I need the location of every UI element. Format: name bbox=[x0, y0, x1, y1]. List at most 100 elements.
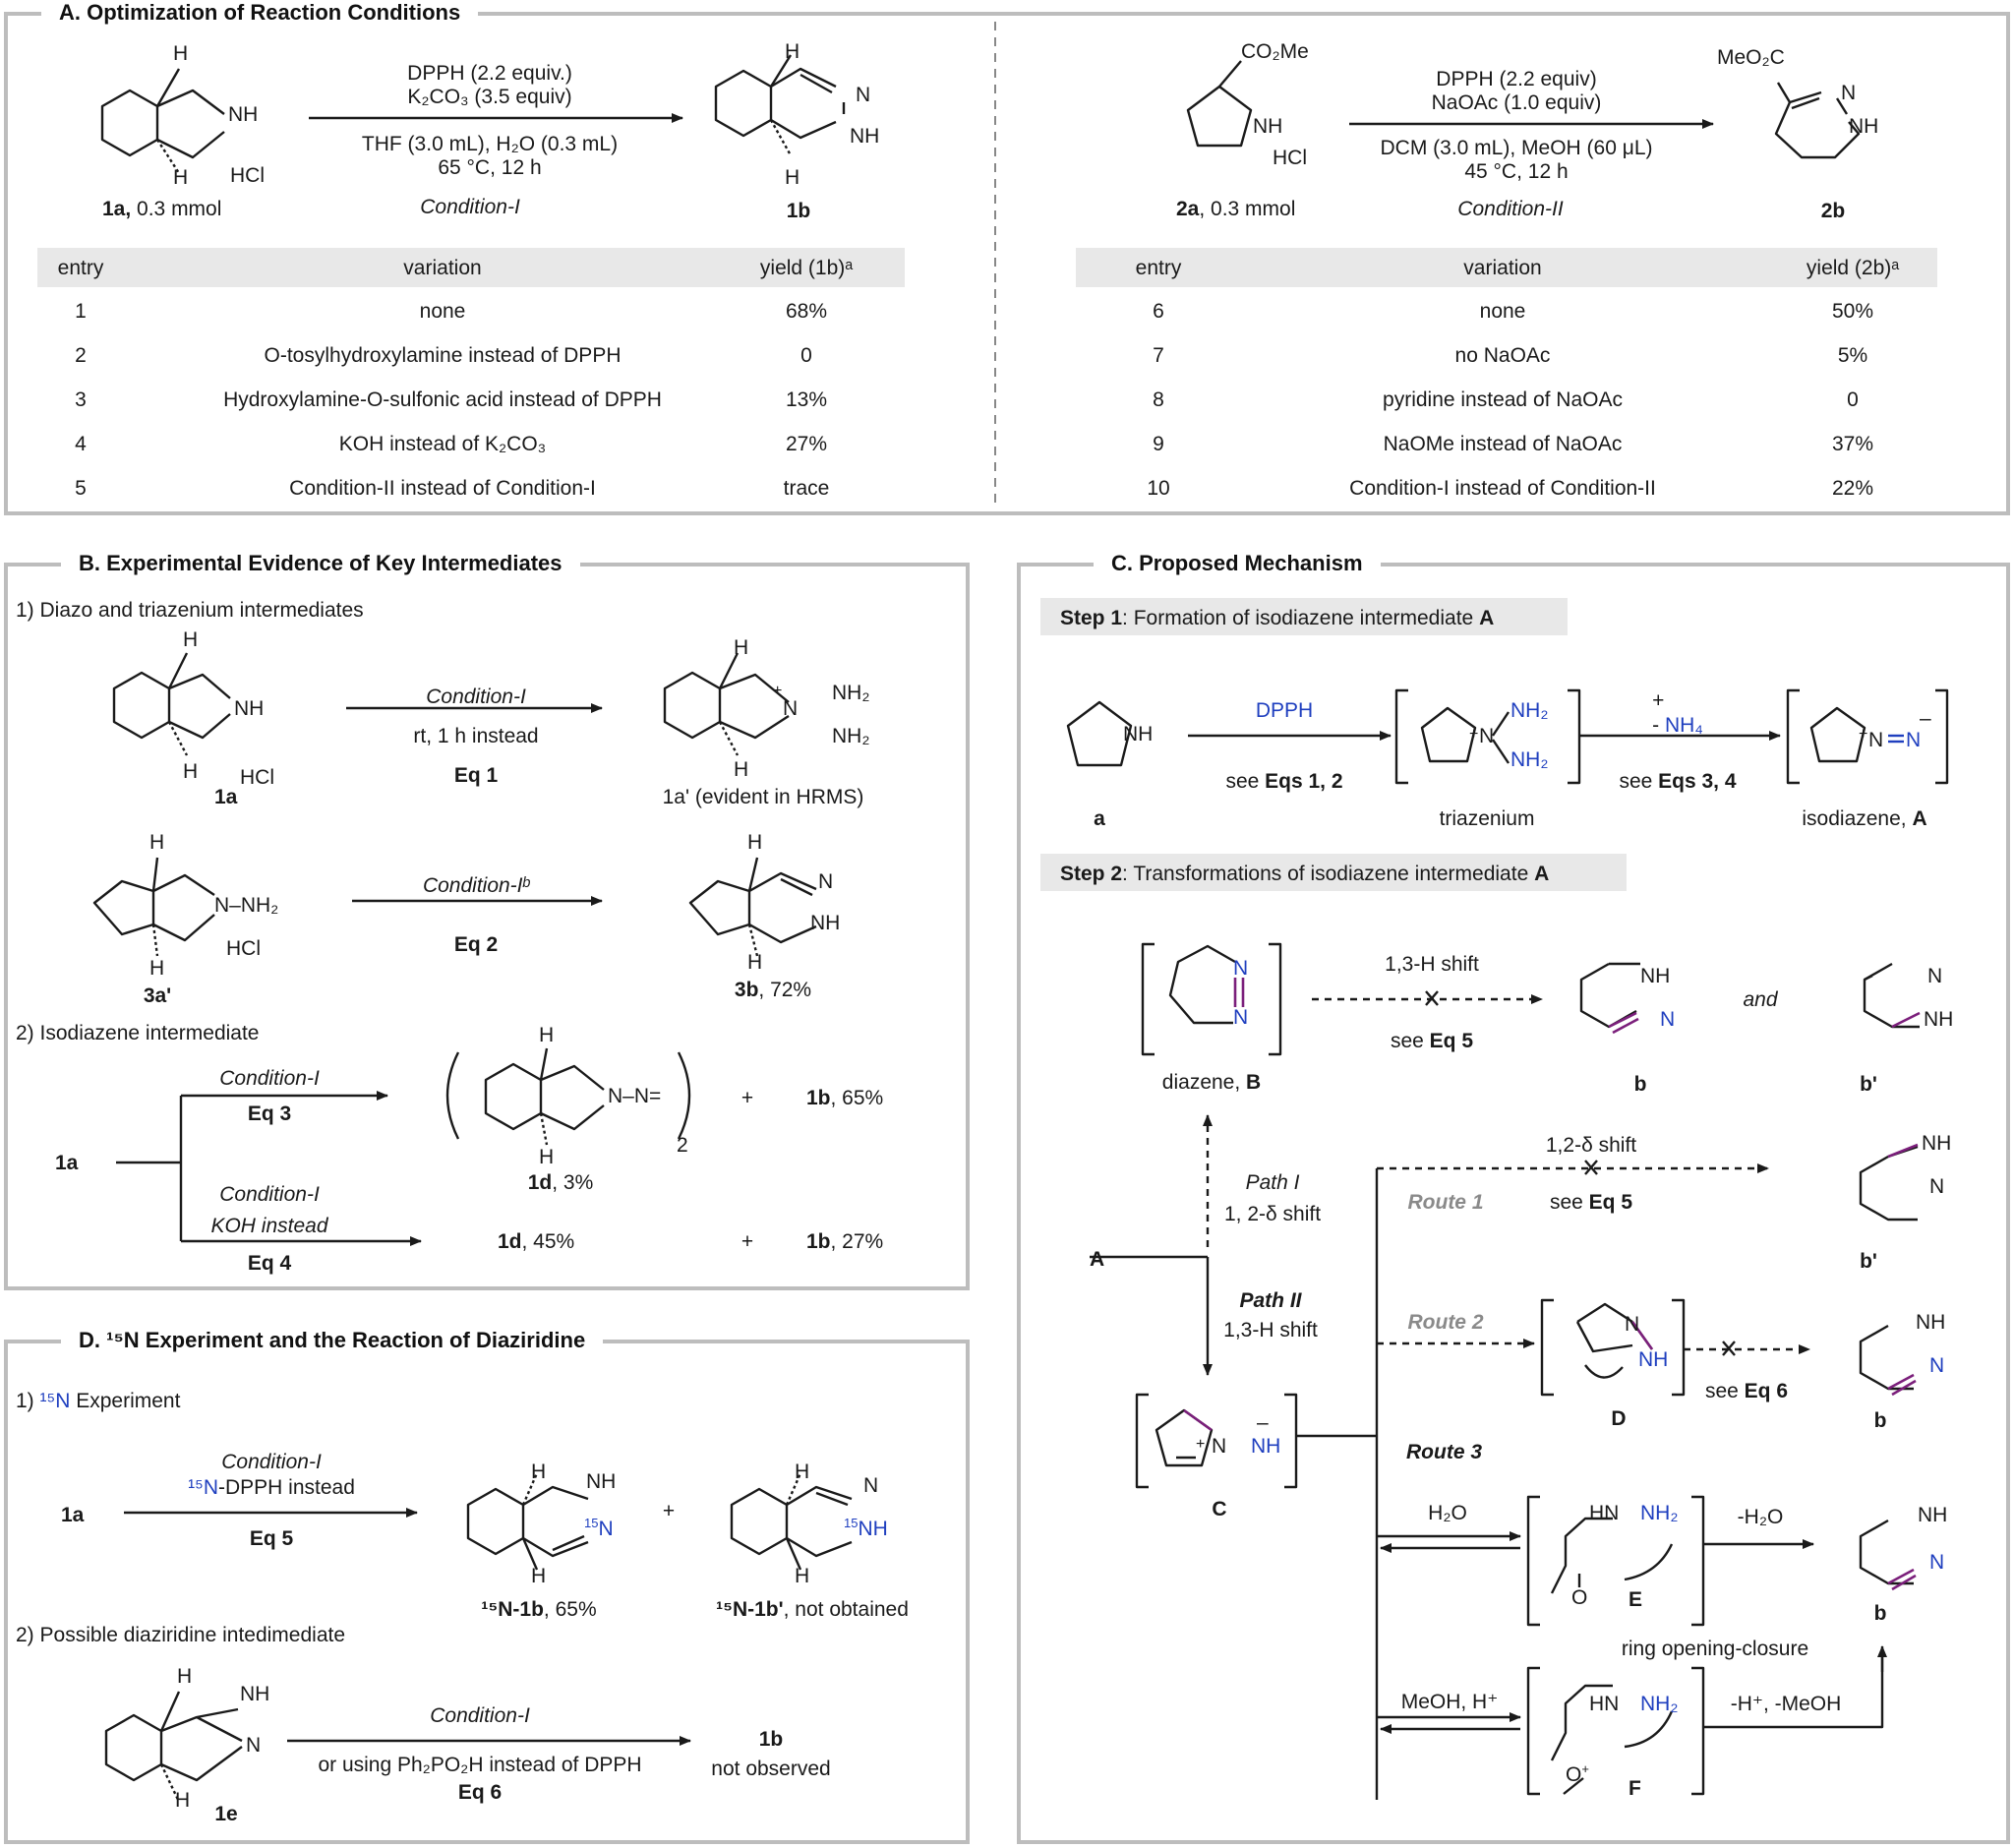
table-cell: 6 bbox=[1153, 300, 1164, 323]
table-cell: 2 bbox=[75, 344, 87, 367]
d-p3b: not observed bbox=[711, 1758, 831, 1780]
d-p2-h-top: H bbox=[795, 1461, 810, 1483]
a-right-condition: Condition-II bbox=[1457, 198, 1564, 220]
c-isodiazene: isodiazene, A bbox=[1802, 807, 1927, 830]
c-see12: see Eqs 1, 2 bbox=[1225, 770, 1343, 793]
c-bp1-nh: NH bbox=[1924, 1008, 1954, 1031]
c-step2: Step 2: Transformations of isodiazene in… bbox=[1060, 863, 1550, 885]
b-3b-h-top: H bbox=[747, 831, 763, 854]
a-right-temp: 45 °C, 12 h bbox=[1464, 160, 1569, 183]
c-a: a bbox=[1094, 807, 1105, 830]
c-see6: see Eq 6 bbox=[1704, 1380, 1789, 1402]
c-step1: Step 1: Formation of isodiazene intermed… bbox=[1060, 607, 1495, 629]
table-cell: none bbox=[1479, 300, 1526, 323]
d-sub1: 1) ¹⁵N Experiment bbox=[16, 1390, 181, 1412]
c-a-nh: NH bbox=[1123, 723, 1154, 745]
c-route2: Route 2 bbox=[1407, 1311, 1484, 1334]
b-eq2-cond: Condition-Iᵇ bbox=[422, 874, 530, 897]
table-cell: Hydroxylamine-O-sulfonic acid instead of… bbox=[223, 388, 662, 411]
c-f-o: O+ bbox=[1566, 1761, 1589, 1786]
b-1d-nn: N–N= bbox=[608, 1085, 662, 1107]
c-route3: Route 3 bbox=[1406, 1441, 1483, 1463]
c-tri-n: N bbox=[1479, 725, 1495, 747]
b-eq2: Eq 2 bbox=[453, 933, 499, 956]
c-b-n-top: N bbox=[1233, 957, 1249, 980]
b-1ap-n: N bbox=[783, 697, 799, 720]
c-bp1: b' bbox=[1860, 1073, 1877, 1096]
panel-c bbox=[1017, 563, 2010, 1844]
d-sm: 1a bbox=[61, 1504, 85, 1526]
table-cell: pyridine instead of NaOAc bbox=[1383, 388, 1623, 411]
table-cell: 1 bbox=[75, 300, 87, 323]
d-sub2: 2) Possible diaziridine intedimediate bbox=[16, 1624, 346, 1646]
a-right-sm: 2a, 0.3 mmol bbox=[1176, 198, 1296, 220]
table-cell: no NaOAc bbox=[1454, 344, 1551, 367]
b-sm1: 1a bbox=[214, 786, 238, 808]
c-b1: b bbox=[1633, 1073, 1647, 1096]
c-b2-n: N bbox=[1929, 1354, 1945, 1377]
b-sm3: 1a bbox=[55, 1152, 79, 1174]
c-b-n-bottom: N bbox=[1233, 1006, 1249, 1029]
a-right-reagent2: NaOAc (1.0 equiv) bbox=[1431, 91, 1602, 114]
b-1ap-plus: + bbox=[773, 683, 783, 699]
c-bp2: b' bbox=[1860, 1250, 1877, 1273]
b-plus1: + bbox=[740, 1087, 754, 1109]
c-tri-nh2-top: NH₂ bbox=[1510, 699, 1549, 722]
table-cell: 9 bbox=[1153, 433, 1164, 455]
d-1e-h-top: H bbox=[177, 1665, 193, 1688]
c-iso-minus: – bbox=[1920, 707, 1931, 730]
c-c-n: N bbox=[1212, 1435, 1227, 1458]
a-left-reagent2: K₂CO₃ (3.5 equiv) bbox=[407, 86, 572, 108]
d-cond2: ¹⁵N-DPPH instead bbox=[188, 1476, 355, 1499]
a-left-p-h-bottom: H bbox=[785, 166, 800, 189]
b-p4: 1d, 45% bbox=[498, 1230, 575, 1253]
b-1ap-nh2-bottom: NH₂ bbox=[832, 725, 870, 747]
c-b1-nh: NH bbox=[1640, 965, 1671, 987]
c-b2: b bbox=[1873, 1409, 1887, 1432]
b-sub1: 1) Diazo and triazenium intermediates bbox=[16, 599, 364, 622]
d-p2: ¹⁵N-1b', not obtained bbox=[716, 1598, 909, 1621]
c-path2b: 1,3-H shift bbox=[1223, 1319, 1318, 1341]
b-3a-hcl: HCl bbox=[226, 937, 261, 960]
table-cell: 8 bbox=[1153, 388, 1164, 411]
a-left-hcl: HCl bbox=[230, 164, 265, 187]
a-left-h-bottom: H bbox=[173, 166, 189, 189]
c-e-o: O bbox=[1571, 1586, 1588, 1609]
step1-box bbox=[1040, 598, 1568, 635]
b-p2: 3b, 72% bbox=[734, 979, 812, 1001]
c-triazenium: triazenium bbox=[1439, 807, 1535, 830]
c-iso-plus: + bbox=[1859, 726, 1868, 743]
panel-b-title: B. Experimental Evidence of Key Intermed… bbox=[61, 551, 580, 576]
a-left-condition: Condition-I bbox=[420, 196, 520, 218]
a-right-header-entry: entry bbox=[1135, 257, 1182, 279]
c-e-hn: HN bbox=[1589, 1502, 1620, 1524]
table-cell: 10 bbox=[1147, 477, 1170, 500]
a-left-h-top: H bbox=[173, 42, 189, 65]
d-p3: 1b bbox=[758, 1728, 784, 1751]
c-dpph: DPPH bbox=[1255, 699, 1314, 722]
b-3a-h-top: H bbox=[149, 831, 165, 854]
c-route1: Route 1 bbox=[1407, 1191, 1484, 1214]
c-C: C bbox=[1212, 1498, 1227, 1520]
b-1a-h-bottom: H bbox=[183, 760, 199, 783]
c-path2: Path II bbox=[1239, 1289, 1302, 1312]
b-1d-h-top: H bbox=[539, 1024, 555, 1046]
a-left-sm: 1a, 0.3 mmol bbox=[102, 198, 222, 220]
c-shift12: 1,2-δ shift bbox=[1545, 1134, 1637, 1157]
table-cell: trace bbox=[783, 477, 830, 500]
c-see5: see Eq 5 bbox=[1390, 1030, 1474, 1052]
a-left-reagent1: DPPH (2.2 equiv.) bbox=[407, 62, 572, 85]
a-right-p-nh: NH bbox=[1849, 115, 1879, 138]
c-tri-nh2-bottom: NH₂ bbox=[1510, 748, 1549, 771]
c-bp1-n: N bbox=[1927, 965, 1943, 987]
b-3a-h-bottom: H bbox=[149, 957, 165, 980]
b-p1: 1a' (evident in HRMS) bbox=[662, 786, 864, 808]
table-header-left bbox=[37, 248, 905, 287]
d-p1-h-bottom: H bbox=[531, 1565, 547, 1587]
c-nh4: +- NH₄ bbox=[1652, 689, 1703, 737]
c-A: A bbox=[1090, 1248, 1105, 1271]
table-cell: O-tosylhydroxylamine instead of DPPH bbox=[264, 344, 622, 367]
table-cell: 37% bbox=[1831, 433, 1874, 455]
table-cell: 0 bbox=[1847, 388, 1859, 411]
a-left-header-variation: variation bbox=[403, 257, 482, 279]
